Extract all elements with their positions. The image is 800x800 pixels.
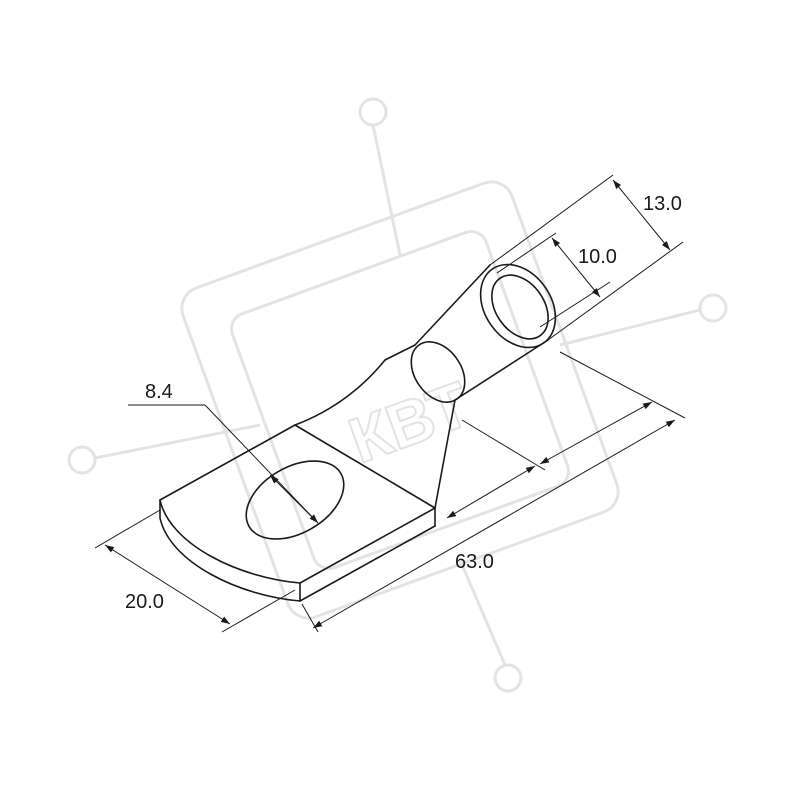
dimension-width-label: 20.0 — [125, 591, 164, 613]
dimension-hole-diameter: 8.4 — [128, 381, 319, 524]
barrel-mouth-outer — [479, 263, 557, 349]
palm-thickness — [159, 499, 301, 602]
transition-neck — [294, 344, 416, 426]
barrel-rear-end — [410, 341, 466, 403]
barrel-bottom-edge — [454, 339, 549, 401]
dimension-width: 20.0 — [94, 509, 296, 633]
dimension-inner-diameter-label: 10.0 — [578, 246, 617, 268]
watermark-text: КВТ — [340, 368, 479, 477]
dimension-hole-diameter-label: 8.4 — [145, 381, 173, 403]
dimension-barrel-length — [446, 401, 653, 519]
dimension-total-length-label: 63.0 — [455, 551, 494, 573]
dimension-outer-diameter: 13.0 — [489, 174, 684, 341]
dimension-inner-diameter: 10.0 — [496, 232, 617, 328]
barrel-mouth-inner — [491, 274, 549, 340]
barrel-top-edge — [414, 264, 491, 346]
dimension-total-length: 63.0 — [301, 351, 686, 633]
dimension-outer-diameter-label: 13.0 — [643, 193, 682, 215]
